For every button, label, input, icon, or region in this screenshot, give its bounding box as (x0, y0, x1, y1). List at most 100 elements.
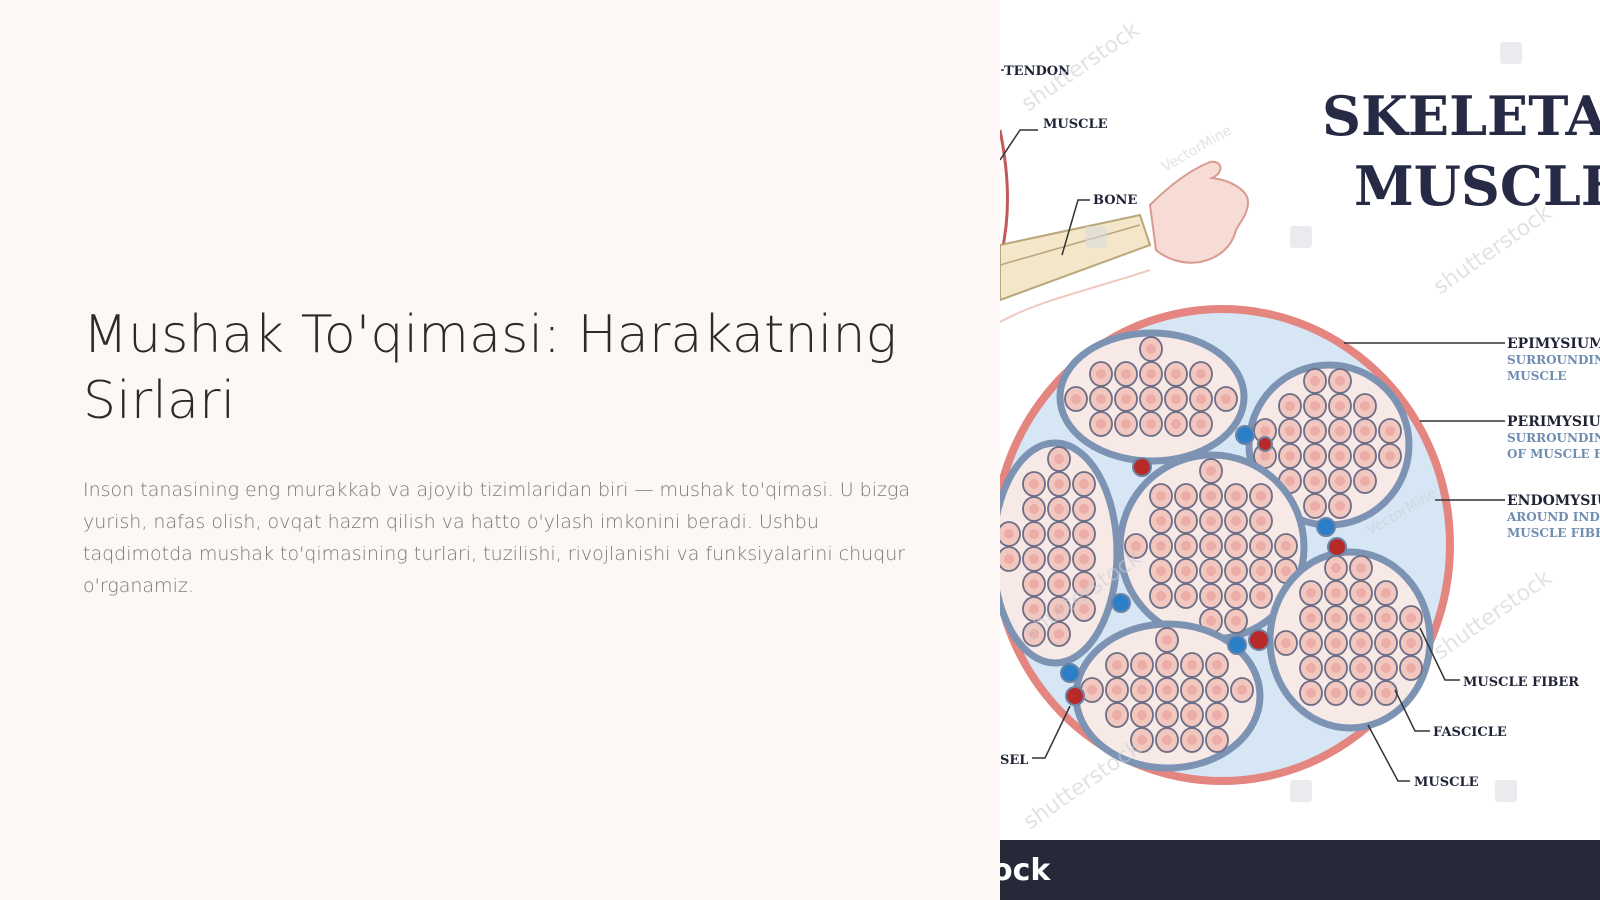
fiber-texture (1181, 516, 1191, 526)
fiber-texture (1331, 688, 1341, 698)
fiber-texture (1181, 591, 1191, 601)
fiber-texture (1112, 685, 1122, 695)
label-muscle-fiber: MUSCLE FIBER (1463, 675, 1579, 690)
fiber-texture (1306, 613, 1316, 623)
label-bone: BONE (1093, 193, 1137, 208)
fiber-texture (1360, 451, 1370, 461)
artery-icon (1248, 629, 1270, 651)
fiber-texture (1260, 451, 1270, 461)
fiber-texture (1281, 566, 1291, 576)
fascicles (1000, 329, 1434, 772)
fiber-texture (1054, 579, 1064, 589)
fiber-texture (1162, 660, 1172, 670)
fiber-texture (1054, 604, 1064, 614)
fiber-texture (1137, 735, 1147, 745)
text-panel: Mushak To'qimasi: Harakatning Sirlari In… (83, 305, 911, 597)
fiber-texture (1360, 426, 1370, 436)
fiber-texture (1181, 491, 1191, 501)
fiber-texture (1054, 504, 1064, 514)
fiber-texture (1079, 479, 1089, 489)
fiber-texture (1335, 376, 1345, 386)
label-epimysium-sub1: SURROUNDING (1507, 353, 1600, 367)
fiber-texture (1335, 476, 1345, 486)
fiber-texture (1406, 613, 1416, 623)
fiber-texture (1381, 688, 1391, 698)
fiber-texture (1162, 710, 1172, 720)
fiber-texture (1187, 710, 1197, 720)
slide-description: Inson tanasining eng murakkab va ajoyib … (83, 479, 911, 597)
fiber-texture (1231, 616, 1241, 626)
fiber-texture (1281, 638, 1291, 648)
label-perimysium-sub2: OF MUSCLE FI (1507, 447, 1600, 461)
fiber-texture (1310, 501, 1320, 511)
fiber-texture (1356, 613, 1366, 623)
muscle-illustration: TENDON MUSCLE BONE SKELETAL MUSCLE (1000, 0, 1600, 900)
fiber-texture (1335, 501, 1345, 511)
fiber-texture (1385, 451, 1395, 461)
fiber-texture (1206, 466, 1216, 476)
label-vessel: SEL (1000, 753, 1028, 768)
fiber-texture (1231, 516, 1241, 526)
heading-skeletal: SKELETAL (1322, 84, 1600, 148)
fiber-texture (1071, 394, 1081, 404)
fiber-texture (1206, 491, 1216, 501)
fiber-texture (1310, 476, 1320, 486)
label-epimysium-sub2: MUSCLE (1507, 369, 1567, 383)
vein-icon (1235, 425, 1255, 445)
fiber-texture (1162, 735, 1172, 745)
artery-icon (1132, 457, 1152, 477)
fiber-texture (1054, 629, 1064, 639)
fiber-texture (1171, 394, 1181, 404)
fiber-texture (1381, 588, 1391, 598)
fiber-texture (1237, 685, 1247, 695)
label-muscle-bottom: MUSCLE (1414, 775, 1479, 790)
footer-logo-text: ock (1000, 853, 1051, 888)
fiber-texture (1310, 376, 1320, 386)
fiber-texture (1231, 541, 1241, 551)
fiber-texture (1260, 426, 1270, 436)
fiber-texture (1146, 394, 1156, 404)
fiber-texture (1137, 685, 1147, 695)
fiber-texture (1360, 476, 1370, 486)
fiber-texture (1285, 451, 1295, 461)
label-fascicle: FASCICLE (1433, 725, 1507, 740)
fiber-texture (1256, 566, 1266, 576)
fiber-texture (1029, 479, 1039, 489)
fiber-texture (1146, 344, 1156, 354)
fiber-texture (1146, 369, 1156, 379)
fiber-texture (1306, 638, 1316, 648)
fiber-texture (1331, 563, 1341, 573)
fiber-texture (1121, 369, 1131, 379)
arm-illustration (1000, 69, 1250, 323)
fiber-texture (1285, 476, 1295, 486)
fiber-texture (1310, 426, 1320, 436)
fiber-texture (1137, 660, 1147, 670)
fiber-texture (1079, 579, 1089, 589)
fiber-texture (1171, 419, 1181, 429)
fiber-texture (1331, 663, 1341, 673)
fiber-texture (1310, 451, 1320, 461)
fiber-texture (1381, 663, 1391, 673)
fiber-texture (1162, 685, 1172, 695)
fiber-texture (1306, 588, 1316, 598)
vein-icon (1111, 593, 1131, 613)
fiber-texture (1079, 504, 1089, 514)
fiber-texture (1029, 604, 1039, 614)
fiber-texture (1212, 660, 1222, 670)
skeletal-muscle-diagram: TENDON MUSCLE BONE SKELETAL MUSCLE (1000, 0, 1600, 900)
artery-icon (1257, 436, 1273, 452)
label-epimysium: EPIMYSIUM (1507, 336, 1600, 352)
fiber-texture (1156, 516, 1166, 526)
fiber-texture (1231, 591, 1241, 601)
fiber-texture (1196, 369, 1206, 379)
artery-icon (1327, 537, 1347, 557)
fiber-texture (1356, 563, 1366, 573)
label-endomysium-sub1: AROUND INDI (1506, 510, 1600, 524)
label-perimysium-sub1: SURROUNDING (1507, 431, 1600, 445)
fiber-texture (1079, 554, 1089, 564)
fiber-texture (1356, 688, 1366, 698)
fiber-texture (1156, 591, 1166, 601)
fiber-texture (1196, 394, 1206, 404)
fiber-texture (1079, 604, 1089, 614)
